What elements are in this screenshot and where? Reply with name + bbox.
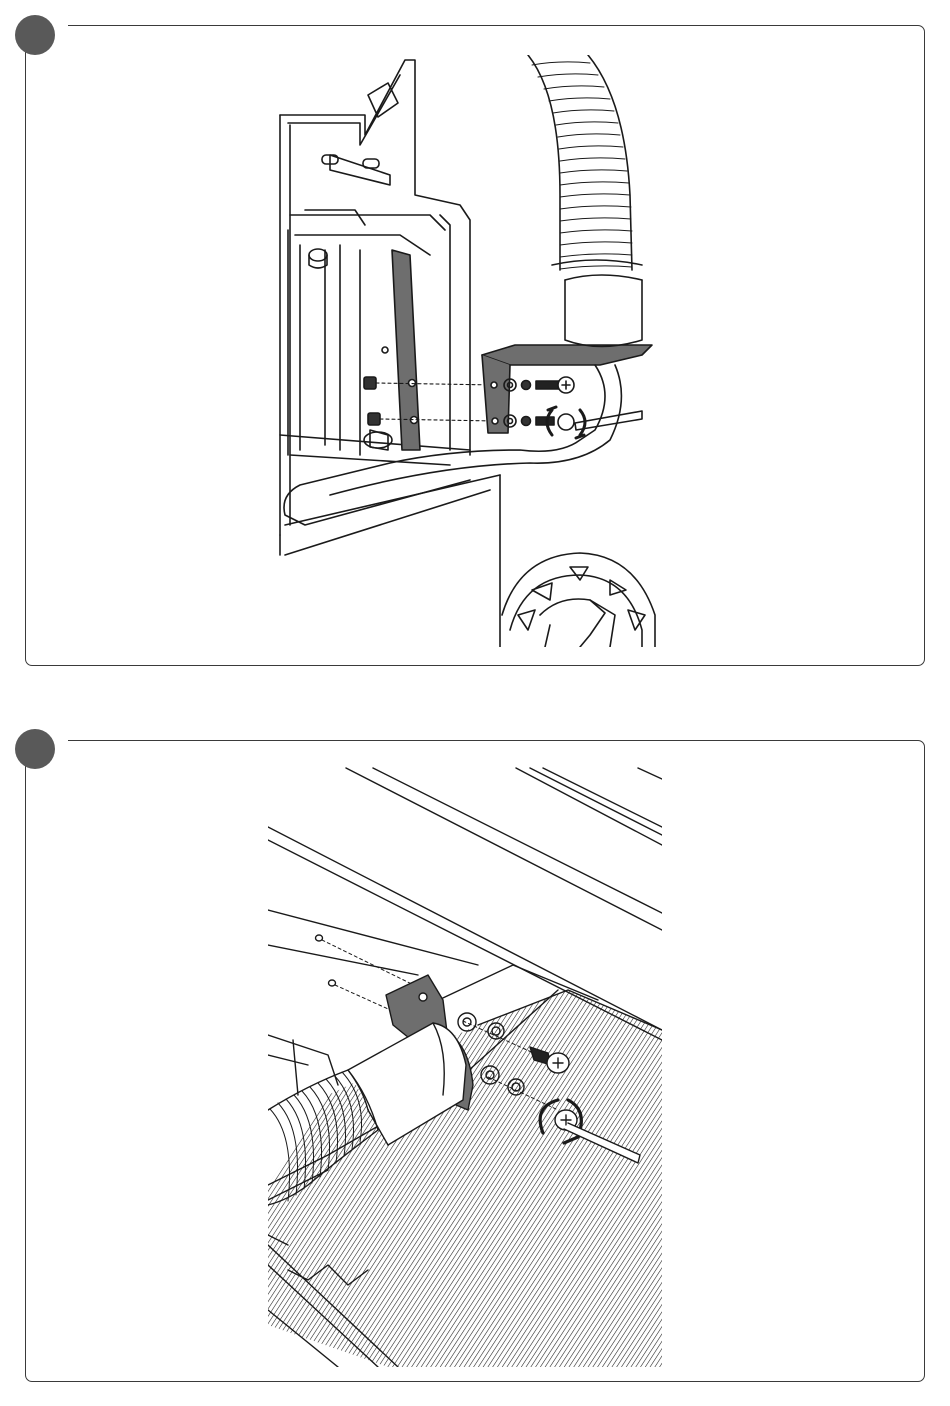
frame-bolt bbox=[309, 249, 388, 353]
step-2-illustration bbox=[268, 765, 662, 1367]
chassis-frame bbox=[280, 60, 500, 647]
deck-surface-icon bbox=[268, 990, 662, 1367]
frame-holes bbox=[316, 935, 336, 986]
screw-icon bbox=[536, 377, 574, 430]
deck-rails bbox=[268, 768, 662, 1040]
hose-icon bbox=[284, 55, 642, 525]
assembly-lines bbox=[376, 383, 496, 421]
step-1-badge bbox=[15, 15, 55, 55]
step-1-illustration bbox=[270, 55, 660, 647]
wheel-icon bbox=[502, 553, 655, 647]
nuts bbox=[364, 377, 392, 450]
step-2-badge bbox=[15, 729, 55, 769]
